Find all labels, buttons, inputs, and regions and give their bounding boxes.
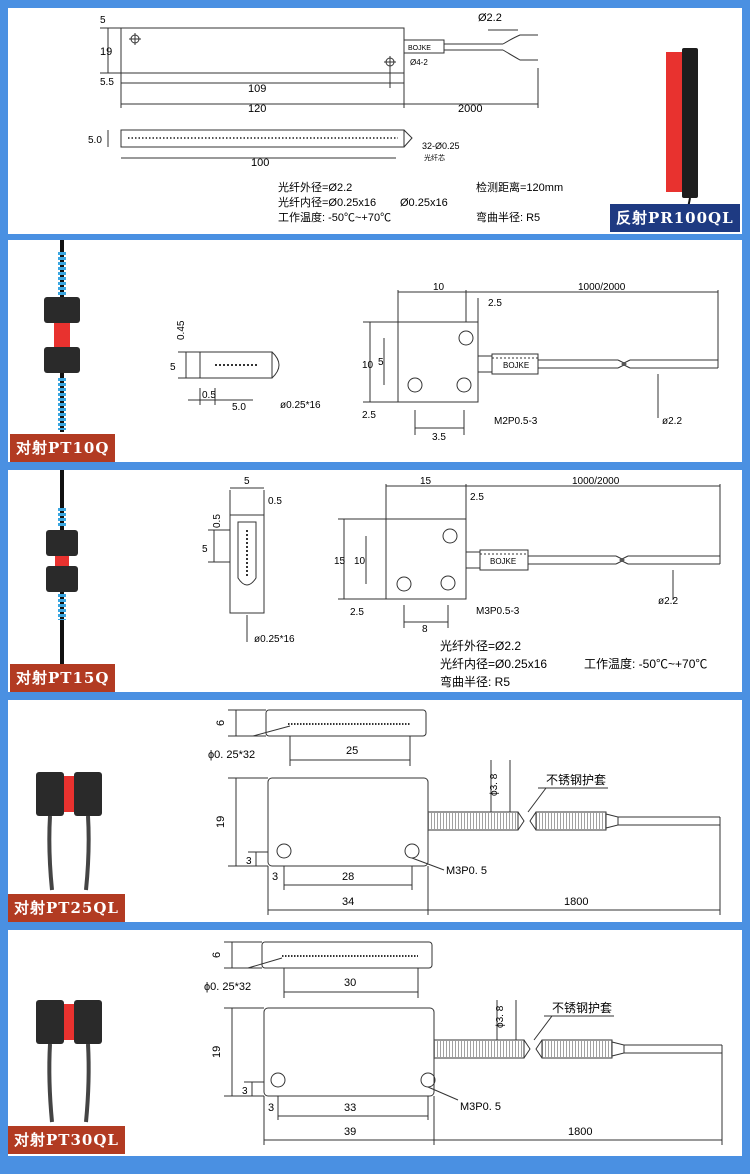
pt25-dim-38: ϕ3. 8 — [489, 773, 500, 796]
pt15-spec-2a: 光纤内径=Ø0.25x16 — [440, 657, 547, 671]
pt25-fiber: ϕ0. 25*32 — [208, 749, 255, 761]
pt15-dim-05b: 0.5 — [212, 514, 223, 528]
pt25-dim-6: 6 — [215, 720, 227, 726]
pt30-fiber: ϕ0. 25*32 — [204, 981, 251, 993]
pr-spec-3a: 工作温度: -50℃~+70℃ — [278, 210, 391, 224]
pt30-dim-38: ϕ3. 8 — [495, 1005, 506, 1028]
pt15-dim-25top: 2.5 — [470, 492, 484, 503]
pt10q-photo — [44, 240, 80, 432]
pr-dim-19: 19 — [100, 46, 112, 58]
pt15-dim-25: 2.5 — [350, 607, 364, 618]
pt15-dim-22: ø2.2 — [658, 596, 678, 607]
pt15-dim-15v: 15 — [334, 556, 346, 567]
pr-dim-22: Ø2.2 — [478, 12, 502, 24]
pt30-dim-1800: 1800 — [568, 1126, 592, 1138]
pt15-spec-3: 弯曲半径: R5 — [440, 674, 510, 689]
pt25-sleeve: 不锈钢护套 — [546, 773, 606, 787]
pr-spec-3b: 弯曲半径: R5 — [476, 210, 540, 224]
pr-dim-109: 109 — [248, 83, 266, 95]
section-pt30ql: 对射PT30QL 6 ϕ0. 25*32 — [8, 930, 742, 1156]
pt25-dim-34: 34 — [342, 896, 354, 908]
pr-dim-55: 5.5 — [100, 77, 114, 88]
pr-fiber-label: 光纤芯 — [424, 153, 445, 162]
pt15-dim-8: 8 — [422, 624, 428, 635]
pt30-dim-30: 30 — [344, 977, 356, 989]
pr-spec-2a: 光纤内径=Ø0.25x16 — [278, 195, 376, 209]
pt25-dim-3v: 3 — [246, 856, 252, 867]
section-pt10q: 对射PT10Q 0.45 5 0.5 — [8, 240, 742, 462]
pt10-dim-10: 10 — [433, 282, 445, 293]
pt15-spec-1: 光纤外径=Ø2.2 — [440, 639, 521, 653]
pt15q-photo — [46, 470, 78, 664]
pr-fibers: 32-Ø0.25 — [422, 141, 460, 151]
pr-dim-100: 100 — [251, 157, 269, 169]
pt10-dim-045: 0.45 — [176, 320, 187, 340]
pt25-dim-28: 28 — [342, 871, 354, 883]
pt15-dim-5v: 5 — [202, 544, 208, 555]
pt10-dim-25: 2.5 — [362, 410, 376, 421]
pt15-dim-5: 5 — [244, 476, 250, 487]
pt10-fiber: ø0.25*16 — [280, 400, 321, 411]
pt30-dim-33: 33 — [344, 1102, 356, 1114]
pt15-dim-15: 15 — [420, 476, 432, 487]
pt30ql-photo — [36, 1000, 102, 1123]
pt10q-drawing: 0.45 5 0.5 5.0 ø0.25*16 10 2.5 1000/2000… — [170, 282, 719, 443]
product-label-pt25ql: 对射PT25QL — [8, 894, 125, 922]
pr-spec-1b: 检测距离=120mm — [476, 180, 563, 194]
pt10-dim-35: 3.5 — [432, 432, 446, 443]
pt25ql-drawing: 6 ϕ0. 25*32 25 ϕ3. 8 不锈钢护套 19 3 3 28 M3P… — [208, 709, 721, 915]
pt30-dim-39: 39 — [344, 1126, 356, 1138]
pr100ql-photo — [666, 48, 698, 209]
pt15-dim-05a: 0.5 — [268, 496, 282, 507]
pt10-dim-22: ø2.2 — [662, 416, 682, 427]
pr-dim-2000: 2000 — [458, 103, 482, 115]
pt10-dim-10v: 10 — [362, 360, 374, 371]
pt10-dim-25top: 2.5 — [488, 298, 502, 309]
pr-hole: Ø4-2 — [410, 58, 428, 67]
pr100ql-drawing: 5 19 5.5 109 120 2000 Ø2.2 BOJKE Ø4-2 5.… — [88, 12, 698, 224]
pt25-dim-3: 3 — [272, 871, 278, 883]
pt25-dim-25: 25 — [346, 745, 358, 757]
pt15-dim-1000: 1000/2000 — [572, 476, 620, 487]
pr-brand: BOJKE — [408, 45, 431, 52]
pt15-dim-10v: 10 — [354, 556, 366, 567]
pt15-fiber: ø0.25*16 — [254, 634, 295, 645]
product-label-pt30ql: 对射PT30QL — [8, 1126, 125, 1154]
section-pr100ql: 5 19 5.5 109 120 2000 Ø2.2 BOJKE Ø4-2 5.… — [8, 8, 742, 234]
pt10-dim-50: 5.0 — [232, 402, 246, 413]
product-label-pr100ql: 反射PR100QL — [610, 204, 740, 232]
pt30ql-drawing: 6 ϕ0. 25*32 30 ϕ3. 8 不锈钢护套 19 3 3 33 M3P… — [204, 941, 723, 1145]
pt30-dim-3: 3 — [268, 1102, 274, 1114]
pr-dim-5: 5 — [100, 15, 106, 26]
product-label-pt15q: 对射PT15Q — [10, 664, 116, 692]
pt25-dim-19: 19 — [215, 816, 227, 828]
pt10-dim-05: 0.5 — [202, 390, 216, 401]
product-label-pt10q: 对射PT10Q — [10, 434, 116, 462]
pt30-dim-6: 6 — [211, 952, 223, 958]
pt10-dim-5v: 5 — [378, 357, 384, 368]
pt30-dim-3v: 3 — [242, 1086, 248, 1097]
pt25-screw: M3P0. 5 — [446, 865, 487, 877]
section-pt25ql: 对射PT25QL 6 ϕ0. 25*32 — [8, 700, 742, 922]
pt30-dim-19: 19 — [211, 1046, 223, 1058]
pt10-dim-5: 5 — [170, 362, 176, 373]
pr-spec-2b: Ø0.25x16 — [400, 197, 448, 209]
pt10-brand: BOJKE — [503, 361, 529, 370]
pt25ql-photo — [36, 772, 102, 891]
pt30-screw: M3P0. 5 — [460, 1101, 501, 1113]
pr-spec-1a: 光纤外径=Ø2.2 — [278, 180, 352, 194]
section-pt15q: 对射PT15Q 5 0.5 0.5 5 ø0.25*1 — [8, 470, 742, 692]
pt25-dim-1800: 1800 — [564, 896, 588, 908]
pt15-brand: BOJKE — [490, 557, 516, 566]
pt30-sleeve: 不锈钢护套 — [552, 1001, 612, 1015]
pt15-screw: M3P0.5-3 — [476, 606, 520, 617]
pr-dim-120: 120 — [248, 103, 266, 115]
pt10-dim-1000: 1000/2000 — [578, 282, 626, 293]
pt10-screw: M2P0.5-3 — [494, 416, 538, 427]
pt15q-drawing: 5 0.5 0.5 5 ø0.25*16 15 2.5 1000/2000 15… — [202, 476, 721, 689]
pr-dim-50: 5.0 — [88, 135, 102, 146]
pt15-spec-2b: 工作温度: -50℃~+70℃ — [584, 656, 707, 671]
